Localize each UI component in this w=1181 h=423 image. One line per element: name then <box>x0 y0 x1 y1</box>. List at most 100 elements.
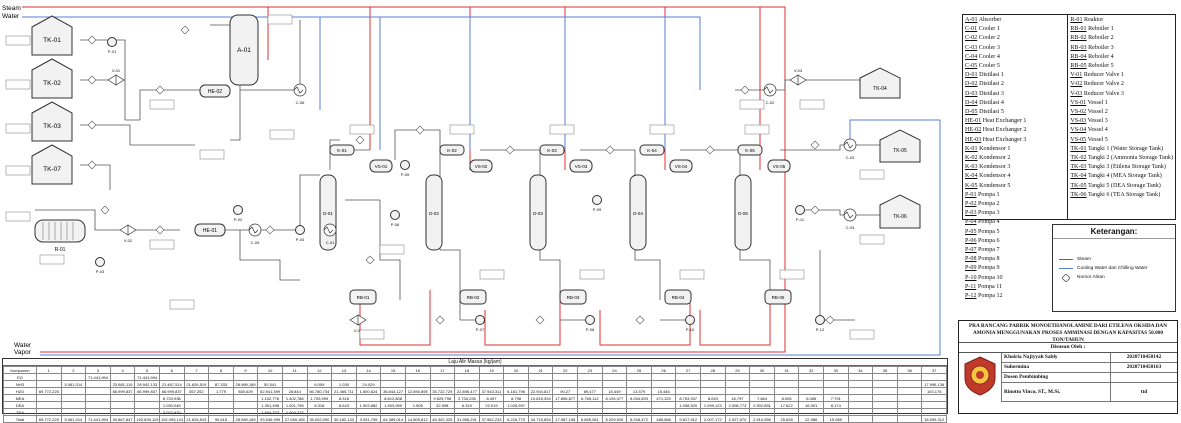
tank-tk07[interactable]: TK-07 <box>31 144 73 185</box>
reboiler-rb03[interactable]: RB-03 <box>559 289 587 305</box>
vs03-label: VS-03 <box>575 164 588 169</box>
flow-value-cell: 28.844 <box>281 387 308 395</box>
pump-p08[interactable]: P-08 <box>585 315 595 333</box>
valve-v04[interactable]: V-04 <box>349 314 367 333</box>
cooler-c06[interactable]: C-06 <box>293 83 307 105</box>
legend-item: HE-03 Heat Exchanger 3 <box>965 136 1065 145</box>
vessel-vs04[interactable]: VS-04 <box>669 159 693 173</box>
pump-p05[interactable]: P-05 <box>400 160 410 178</box>
flow-value-cell <box>921 394 947 402</box>
flow-value-cell <box>601 401 628 409</box>
condenser-k03[interactable]: K-03 <box>539 144 565 156</box>
flow-value-cell <box>527 401 554 409</box>
legend-item: D-02 Distilasi 2 <box>965 80 1065 89</box>
flow-value-cell: 12.890,895 <box>404 387 431 395</box>
vessel-vs05[interactable]: VS-05 <box>767 159 791 173</box>
flow-value-cell <box>208 401 234 409</box>
flow-value-cell: 37.962,233 <box>478 415 505 423</box>
column-d01[interactable]: D-01 <box>319 174 337 251</box>
tk06-label: TK-06 <box>893 214 907 220</box>
tank-tk02[interactable]: TK-02 <box>31 58 73 99</box>
table-header-cell: 31 <box>773 366 800 374</box>
tank-tk03[interactable]: TK-03 <box>31 101 73 142</box>
table-header-cell: 11 <box>281 366 308 374</box>
flow-value-cell <box>232 401 259 409</box>
flow-value-cell: 8.209,926 <box>601 415 628 423</box>
tank-tk04[interactable]: TK-04 <box>859 67 901 99</box>
reboiler-rb04[interactable]: RB-04 <box>664 289 692 305</box>
reactor-r01[interactable]: R-01 <box>34 219 86 253</box>
pump-p11[interactable]: P-11 <box>795 205 805 223</box>
pump-p09[interactable]: P-09 <box>592 195 602 213</box>
pump-p04[interactable]: P-04 <box>295 225 305 243</box>
pump-p10[interactable]: P-10 <box>685 315 695 333</box>
cooler-c04[interactable]: C-04 <box>843 208 857 230</box>
flow-value-cell: 2.734,226 <box>454 394 480 402</box>
pump-p03[interactable]: P-03 <box>95 257 105 275</box>
legend-item: K-01 Kondensor 1 <box>965 145 1065 154</box>
valve-v02[interactable]: V-02 <box>119 224 137 243</box>
author-id: 2020710450142 <box>1110 353 1177 362</box>
feed-tanks: TK-01 TK-02 TK-03 TK-07 <box>31 15 73 185</box>
valve-v01[interactable]: V-01 <box>107 68 125 86</box>
tank-tk05[interactable]: TK-05 <box>879 129 921 163</box>
flow-value-cell <box>527 380 554 388</box>
legend-code: P-02 <box>965 201 977 208</box>
cooler-c05[interactable]: C-05 <box>248 223 262 245</box>
flow-value-cell <box>380 380 406 388</box>
tank-tk06[interactable]: TK-06 <box>879 194 921 229</box>
vessel-vs01[interactable]: VS-01 <box>369 159 393 173</box>
vessel-vs03[interactable]: VS-03 <box>569 159 593 173</box>
legend-item: TK-02 Tangki 2 (Ammonia Storage Tank) <box>1070 154 1173 163</box>
cooler-c03[interactable]: C-03 <box>843 138 857 160</box>
tank-tk01[interactable]: TK-01 <box>31 15 73 56</box>
vessel-vs02[interactable]: VS-02 <box>469 159 493 173</box>
reboiler-rb01[interactable]: RB-01 <box>349 289 377 305</box>
condenser-k02[interactable]: K-02 <box>439 144 465 156</box>
p11-label: P-11 <box>796 217 805 222</box>
pump-p07[interactable]: P-07 <box>475 315 485 333</box>
legend-desc: Pompa 8 <box>978 256 1000 263</box>
flow-value-cell: 103,176 <box>921 387 947 395</box>
legend-desc: Tangki 4 (MEA Storage Tank) <box>1087 173 1162 180</box>
column-d02[interactable]: D-02 <box>425 174 443 251</box>
condenser-k01[interactable]: K-01 <box>329 144 355 156</box>
heat-exchanger-he01[interactable]: HE-01 <box>194 223 226 237</box>
flow-value-cell <box>896 408 923 416</box>
flow-value-cell <box>896 373 923 381</box>
absorber-a01[interactable]: A-01 <box>229 14 259 86</box>
valve-v03[interactable]: V-03 <box>789 68 807 86</box>
cooler-c01[interactable]: C-01 <box>323 223 337 245</box>
heat-exchanger-he02[interactable]: HE-02 <box>199 84 231 98</box>
condenser-k04[interactable]: K-04 <box>639 144 665 156</box>
flow-value-cell <box>749 387 775 395</box>
reboiler-rb05[interactable]: RB-05 <box>764 289 792 305</box>
column-d04[interactable]: D-04 <box>629 174 647 251</box>
legend-desc: Kondensor 2 <box>979 155 1011 162</box>
flow-value-cell: 21.626,519 <box>183 380 210 388</box>
pump-p12[interactable]: P-12 <box>815 315 825 333</box>
pump-p01[interactable]: P-01 <box>107 37 117 55</box>
pump-p02[interactable]: P-02 <box>233 205 243 223</box>
legend-item: P-06 Pompa 6 <box>965 237 1065 246</box>
flow-value-cell <box>872 401 898 409</box>
flow-value-cell <box>404 394 431 402</box>
legend-code: VS-01 <box>1070 99 1087 106</box>
table-header-cell: 9 <box>232 366 259 374</box>
flow-value-cell: 1.391,498 <box>257 401 283 409</box>
table-header-cell: 27 <box>675 366 702 374</box>
condenser-k05[interactable]: K-05 <box>737 144 763 156</box>
cooler-c02[interactable]: C-02 <box>763 83 777 105</box>
pump-p06[interactable]: P-06 <box>390 210 400 228</box>
reboiler-rb02[interactable]: RB-02 <box>459 289 487 305</box>
flow-value-cell: 1.402,788 <box>281 394 308 402</box>
flow-value-cell <box>798 380 824 388</box>
legend-code: P-05 <box>965 228 977 235</box>
column-d03[interactable]: D-03 <box>529 174 547 251</box>
column-d05[interactable]: D-05 <box>734 174 752 251</box>
k05-label: K-05 <box>745 148 755 153</box>
flow-value-cell: 17.896,877 <box>552 394 579 402</box>
c02-label: C-02 <box>766 100 775 105</box>
